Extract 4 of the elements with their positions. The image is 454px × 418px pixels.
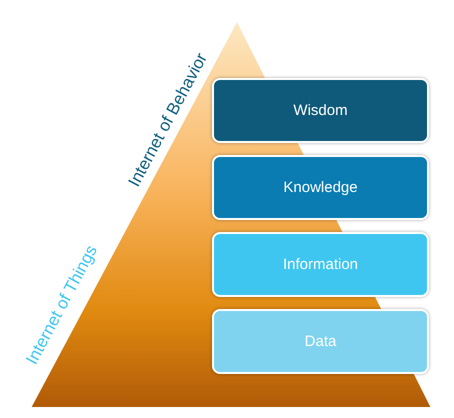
level-box: Information <box>212 232 429 297</box>
level-box: Data <box>212 309 429 374</box>
level-box: Knowledge <box>212 155 429 220</box>
level-box: Wisdom <box>212 78 429 143</box>
